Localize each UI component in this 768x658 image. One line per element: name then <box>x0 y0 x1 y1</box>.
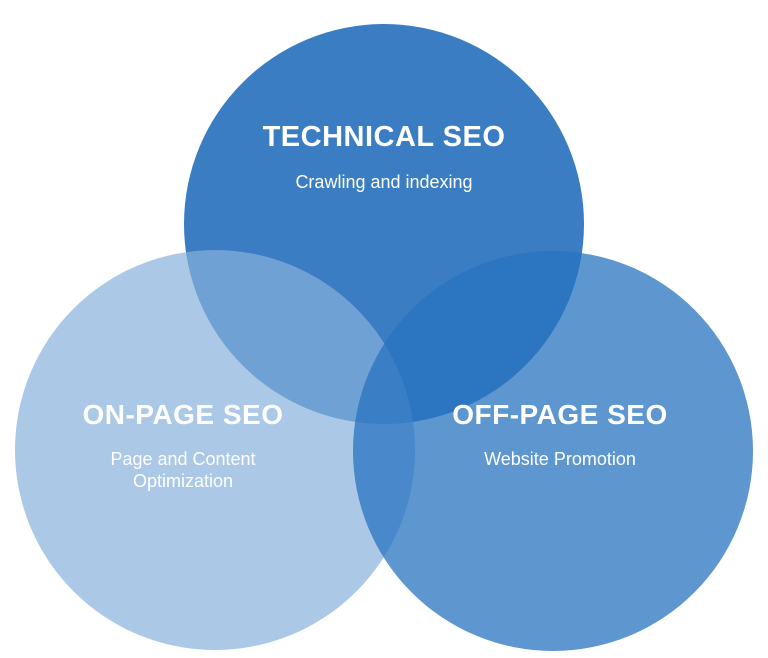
off-page-seo-title: OFF-PAGE SEO <box>452 399 668 430</box>
off-page-seo-circle <box>353 251 753 651</box>
technical-seo-subtitle: Crawling and indexing <box>295 171 473 192</box>
on-page-seo-title: ON-PAGE SEO <box>82 399 284 430</box>
off-page-seo-label: OFF-PAGE SEO Website Promotion <box>410 398 710 470</box>
on-page-seo-circle <box>15 250 415 650</box>
technical-seo-title: TECHNICAL SEO <box>262 121 506 153</box>
technical-seo-label: TECHNICAL SEO Crawling and indexing <box>184 120 584 193</box>
on-page-seo-subtitle: Page and Content Optimization <box>110 448 256 492</box>
on-page-seo-label: ON-PAGE SEO Page and Content Optimizatio… <box>33 398 333 493</box>
off-page-seo-subtitle: Website Promotion <box>484 448 636 469</box>
